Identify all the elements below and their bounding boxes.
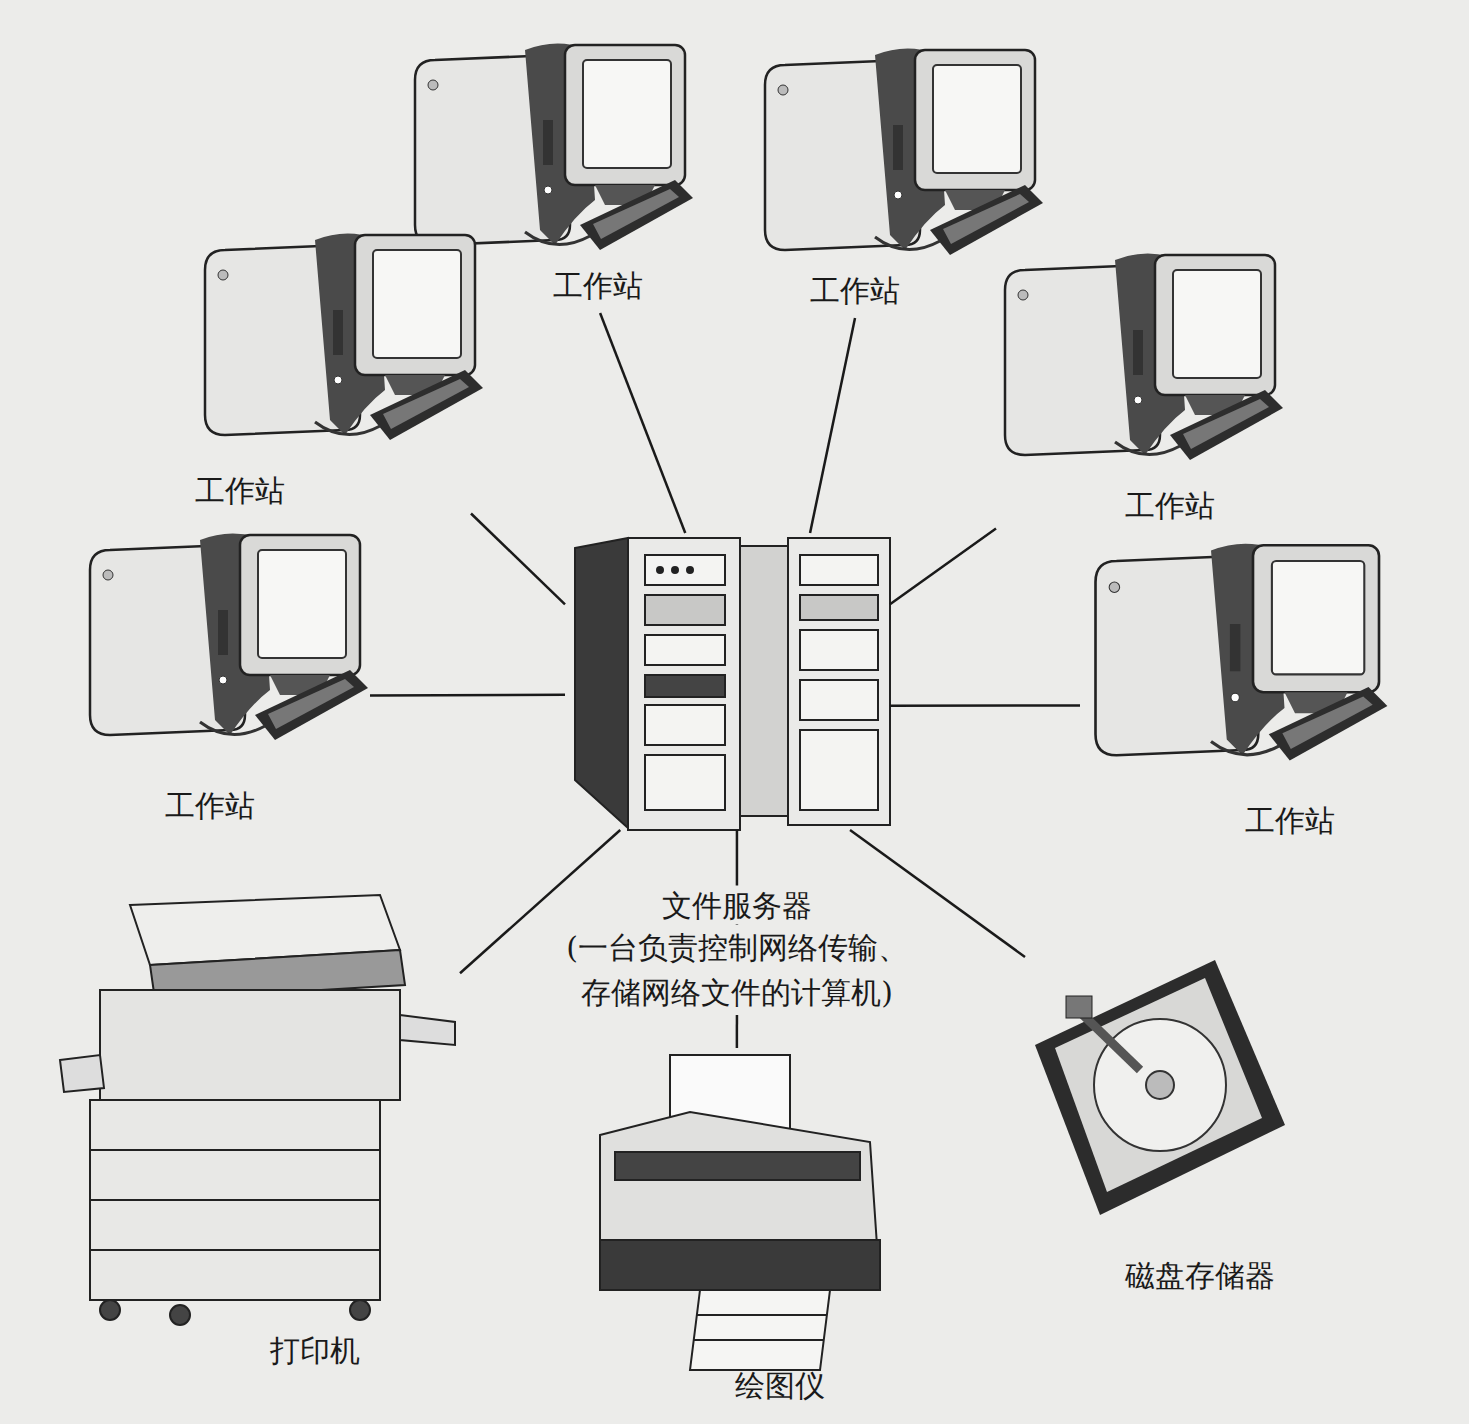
illustration-part bbox=[645, 755, 725, 810]
illustration-part bbox=[90, 1199, 380, 1201]
illustration-part bbox=[800, 630, 878, 670]
device-label: 工作站 bbox=[1119, 486, 1221, 525]
illustration-part bbox=[415, 43, 693, 250]
illustration-part bbox=[615, 1152, 860, 1180]
illustration-part bbox=[1055, 978, 1262, 1192]
illustration-part bbox=[90, 1100, 380, 1300]
device-label: 绘图仪 bbox=[729, 1366, 831, 1405]
illustration-part bbox=[90, 533, 368, 740]
device-label: (一台负责控制网络传输、 存储网络文件的计算机) bbox=[517, 925, 957, 1015]
device-node: 工作站 bbox=[180, 228, 480, 514]
illustration-part bbox=[400, 1015, 455, 1045]
device-node: 磁盘存储器 bbox=[1025, 950, 1315, 1299]
device-label: 工作站 bbox=[547, 266, 649, 305]
device-node: 打印机 bbox=[55, 885, 460, 1375]
disk-icon bbox=[1035, 960, 1285, 1215]
illustration-part bbox=[1066, 996, 1092, 1018]
illustration-part bbox=[800, 680, 878, 720]
illustration-part bbox=[645, 595, 725, 625]
device-label: 工作站 bbox=[159, 786, 261, 825]
network-link bbox=[600, 313, 685, 533]
illustration-part bbox=[90, 1249, 380, 1251]
device-node: 工作站 bbox=[400, 38, 690, 313]
device-label: 文件服务器 bbox=[656, 886, 818, 925]
illustration-part bbox=[1005, 253, 1283, 460]
illustration-part bbox=[350, 1300, 370, 1320]
illustration-part bbox=[765, 48, 1043, 255]
illustration-part bbox=[645, 635, 725, 665]
network-link bbox=[810, 318, 855, 533]
illustration-part bbox=[690, 1290, 830, 1370]
illustration-part bbox=[628, 538, 740, 830]
illustration-part bbox=[672, 567, 678, 573]
illustration-part bbox=[1035, 960, 1285, 1215]
plotter-icon bbox=[600, 1055, 880, 1370]
illustration-part bbox=[600, 1112, 880, 1290]
illustration-part bbox=[600, 1240, 880, 1290]
network-link bbox=[471, 514, 565, 605]
illustration-part bbox=[697, 1314, 826, 1316]
device-node: 文件服务器(一台负责控制网络传输、 存储网络文件的计算机) bbox=[565, 533, 890, 830]
device-node: 绘图仪 bbox=[590, 1048, 885, 1409]
device-node: 工作站 bbox=[1080, 538, 1395, 844]
illustration-part bbox=[694, 1339, 823, 1341]
illustration-part bbox=[60, 1055, 104, 1092]
illustration-part bbox=[1146, 1071, 1174, 1099]
network-link bbox=[890, 704, 1080, 707]
illustration-part bbox=[575, 538, 628, 828]
device-label: 工作站 bbox=[804, 271, 906, 310]
printer-icon bbox=[60, 895, 455, 1325]
illustration-part bbox=[800, 595, 878, 620]
illustration-part bbox=[657, 567, 663, 573]
illustration-part bbox=[687, 567, 693, 573]
illustration-part bbox=[205, 233, 483, 440]
illustration-part bbox=[170, 1305, 190, 1325]
illustration-part bbox=[90, 1149, 380, 1151]
illustration-part bbox=[645, 675, 725, 697]
illustration-part bbox=[800, 730, 878, 810]
illustration-part bbox=[100, 990, 400, 1100]
illustration-part bbox=[1080, 1012, 1140, 1070]
device-label: 打印机 bbox=[264, 1331, 366, 1370]
illustration-part bbox=[645, 705, 725, 745]
device-node: 工作站 bbox=[750, 40, 1045, 318]
illustration-part bbox=[800, 555, 878, 585]
device-label: 工作站 bbox=[1239, 801, 1341, 840]
illustration-part bbox=[788, 538, 890, 825]
device-label: 工作站 bbox=[189, 471, 291, 510]
device-node: 工作站 bbox=[75, 528, 370, 829]
server-cabinet bbox=[575, 538, 890, 830]
illustration-part bbox=[100, 1300, 120, 1320]
network-link bbox=[890, 529, 996, 605]
illustration-part bbox=[645, 555, 725, 585]
illustration-part bbox=[1096, 544, 1388, 761]
device-node: 工作站 bbox=[990, 248, 1290, 529]
illustration-part bbox=[740, 546, 788, 816]
network-link bbox=[370, 694, 565, 697]
device-label: 磁盘存储器 bbox=[1119, 1256, 1281, 1295]
